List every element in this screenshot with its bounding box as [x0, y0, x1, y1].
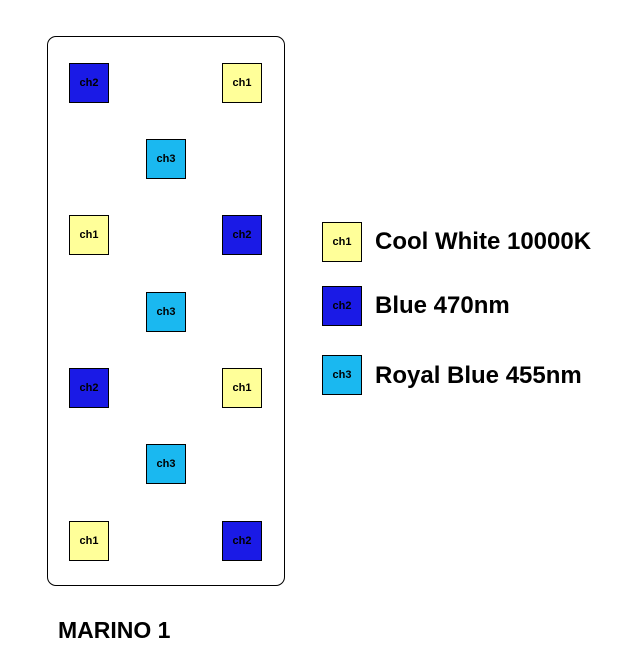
led-ch1: ch1: [222, 63, 262, 103]
led-ch1: ch1: [222, 368, 262, 408]
legend-swatch-ch2: ch2: [322, 286, 362, 326]
led-ch2: ch2: [69, 63, 109, 103]
led-ch2: ch2: [69, 368, 109, 408]
led-ch3: ch3: [146, 292, 186, 332]
page-title: MARINO 1: [58, 617, 171, 643]
led-panel: ch2 ch1 ch3 ch1 ch2 ch3 ch2 ch1 ch3 ch1 …: [47, 36, 285, 586]
led-ch1: ch1: [69, 215, 109, 255]
legend-swatch-ch1: ch1: [322, 222, 362, 262]
led-ch2: ch2: [222, 215, 262, 255]
legend-label-ch2: Blue 470nm: [375, 292, 510, 319]
led-ch3: ch3: [146, 444, 186, 484]
led-ch1: ch1: [69, 521, 109, 561]
legend-swatch-ch3: ch3: [322, 355, 362, 395]
led-ch2: ch2: [222, 521, 262, 561]
led-ch3: ch3: [146, 139, 186, 179]
legend-label-ch1: Cool White 10000K: [375, 228, 592, 255]
legend-label-ch3: Royal Blue 455nm: [375, 362, 582, 389]
